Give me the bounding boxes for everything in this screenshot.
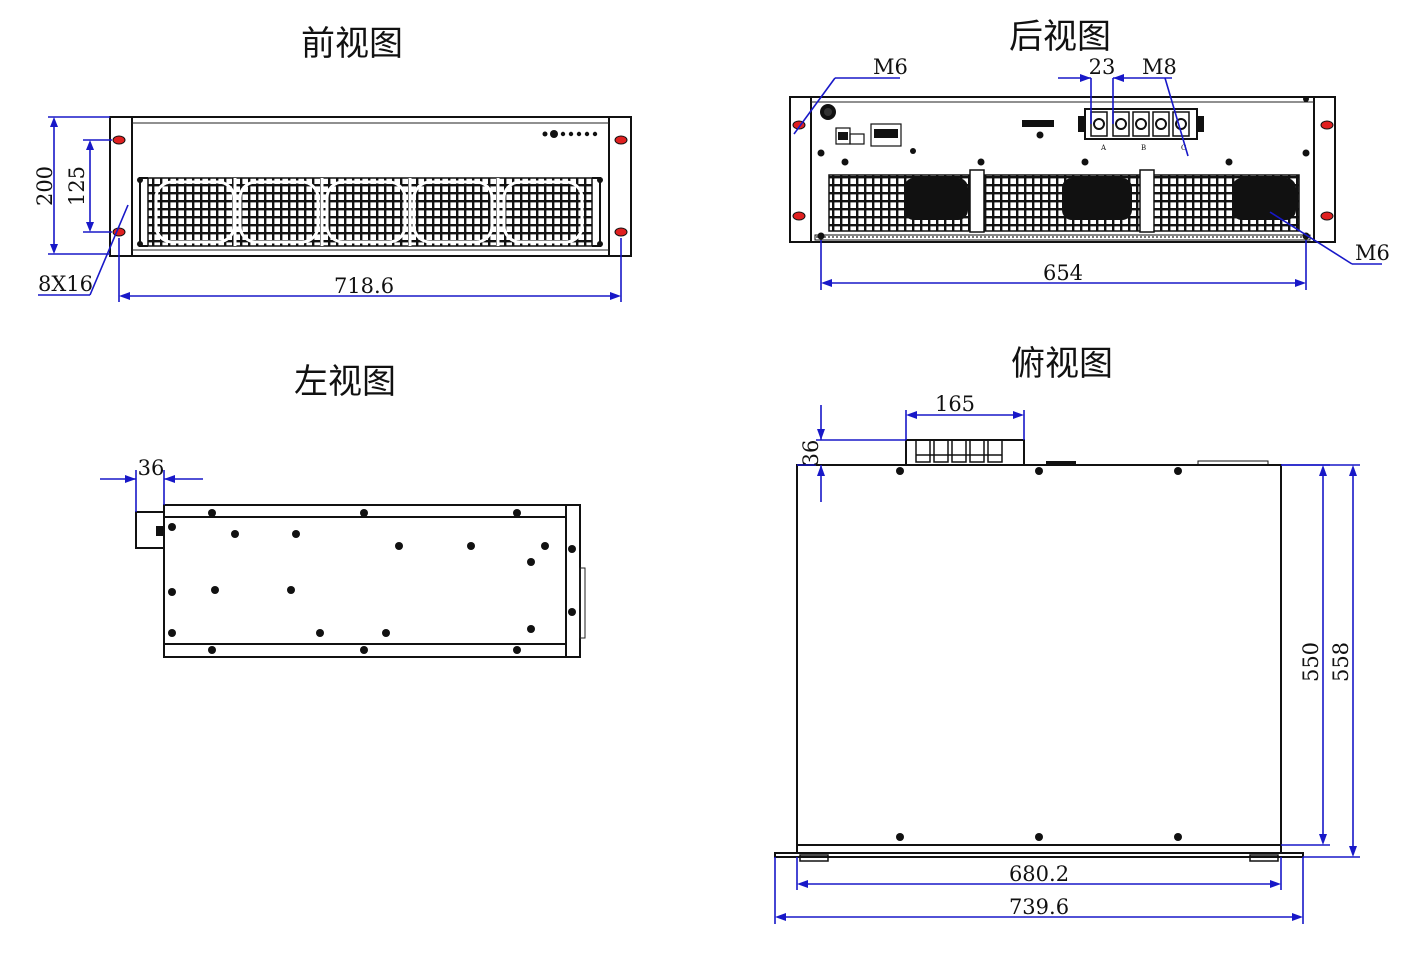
svg-text:680.2: 680.2 (1009, 862, 1069, 886)
rear-comm-connectors (835, 123, 902, 147)
svg-text:654: 654 (1043, 261, 1083, 285)
top-ears (774, 852, 1304, 858)
svg-text:125: 125 (65, 166, 89, 206)
svg-text:200: 200 (33, 166, 57, 206)
front-mount-hole (614, 135, 628, 145)
top-dim-depth-inner: 550 (1281, 464, 1330, 846)
top-body (796, 464, 1282, 846)
svg-text:36: 36 (138, 456, 165, 480)
front-dim-hole-spacing: 125 (65, 139, 112, 233)
front-mount-hole (614, 227, 628, 237)
rear-dim-width: 654 (820, 240, 1307, 290)
front-fan-outlines (154, 178, 584, 246)
svg-text:23: 23 (1089, 55, 1116, 79)
svg-text:558: 558 (1329, 642, 1353, 682)
svg-text:M6: M6 (873, 55, 908, 79)
front-dim-height: 200 (33, 116, 110, 255)
rear-screw-leader-bottom: M6 (1269, 211, 1390, 265)
svg-text:A: A (1100, 144, 1107, 152)
rear-panel (810, 96, 1315, 243)
top-view-title: 俯视图 (1011, 344, 1113, 384)
front-dim-width: 718.6 (118, 238, 622, 302)
front-view-title: 前视图 (301, 24, 403, 64)
left-screws (168, 509, 576, 654)
rear-right-ear (1313, 96, 1336, 243)
top-view: 俯视图 165 (774, 344, 1360, 924)
left-side-panel (163, 504, 567, 658)
rear-view-title: 后视图 (1009, 17, 1111, 57)
svg-text:M8: M8 (1142, 55, 1177, 79)
front-indicator-leds (542, 130, 598, 138)
front-view: 前视图 (33, 24, 632, 302)
front-panel (131, 116, 610, 257)
top-front-panel (796, 844, 1282, 854)
front-slot-leader: 8X16 (38, 204, 129, 296)
front-mount-hole (112, 135, 126, 145)
svg-text:B: B (1141, 144, 1146, 152)
front-handle (592, 177, 601, 247)
rear-terminal-dims: 23 M8 (1058, 55, 1189, 157)
top-dim-depth-outer: 558 (1281, 464, 1360, 858)
front-handle (139, 177, 148, 247)
top-dim-terminal-height: 36 (797, 405, 906, 502)
rear-view: 后视图 (789, 17, 1390, 290)
svg-text:M6: M6 (1355, 241, 1390, 265)
top-dim-terminal-width: 165 (905, 392, 1025, 440)
left-front-ear (565, 504, 581, 658)
left-view-title: 左视图 (294, 362, 396, 402)
rear-screw-leader-top: M6 (793, 55, 908, 135)
left-dim-protrusion: 36 (100, 456, 203, 512)
left-view: 左视图 36 (100, 362, 586, 658)
svg-text:36: 36 (799, 440, 823, 467)
front-fan-grill (147, 177, 593, 247)
svg-text:739.6: 739.6 (1009, 895, 1069, 919)
top-dim-overall-width: 739.6 (774, 857, 1304, 924)
svg-text:718.6: 718.6 (334, 274, 394, 298)
svg-text:8X16: 8X16 (38, 272, 93, 296)
rear-label-plate (1022, 120, 1054, 127)
top-terminal-block (905, 439, 1025, 466)
svg-text:550: 550 (1299, 642, 1323, 682)
top-screws (896, 467, 1182, 841)
rear-fan-openings (904, 169, 1296, 233)
svg-text:165: 165 (935, 392, 975, 416)
svg-text:C: C (1181, 144, 1186, 152)
top-dim-body-width: 680.2 (796, 857, 1282, 890)
